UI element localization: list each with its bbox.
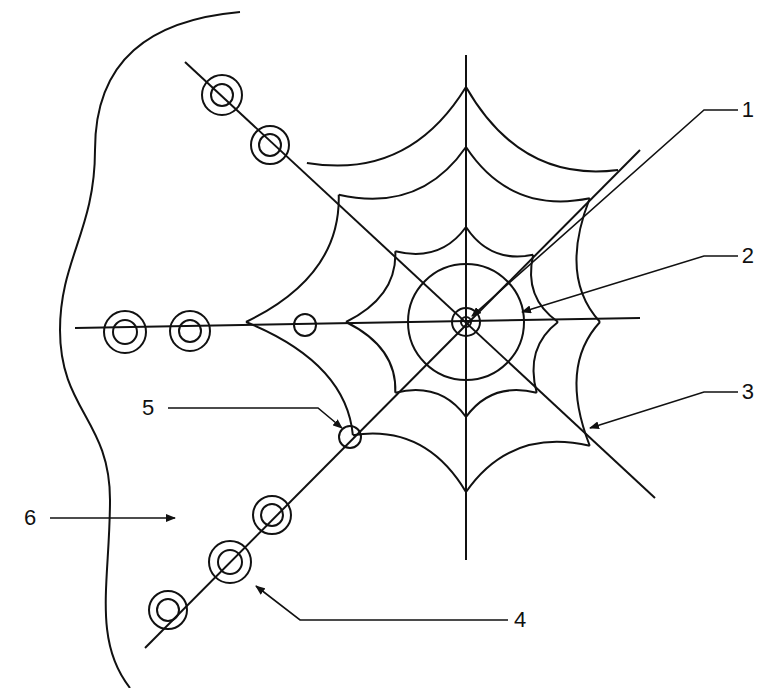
spiral-thread bbox=[346, 251, 395, 322]
hub-dot bbox=[461, 317, 471, 327]
spiral-thread bbox=[466, 390, 537, 417]
spiral-thread bbox=[246, 322, 353, 435]
radial-thread bbox=[185, 62, 655, 498]
hub-zone bbox=[408, 264, 524, 380]
spiral-thread bbox=[533, 322, 558, 393]
spiral-thread bbox=[395, 390, 466, 417]
callout-number: 5 bbox=[140, 396, 156, 420]
spiral-thread bbox=[466, 87, 618, 171]
radial-thread bbox=[145, 150, 640, 648]
callout-number: 6 bbox=[22, 506, 38, 530]
spiral-thread bbox=[531, 255, 558, 322]
spiral-thread bbox=[346, 322, 395, 393]
spiral-thread bbox=[576, 198, 600, 322]
spiral-thread bbox=[246, 195, 339, 322]
callout-number: 4 bbox=[512, 608, 528, 632]
callout-number: 1 bbox=[740, 98, 756, 122]
spiral-thread bbox=[466, 227, 533, 257]
spiral-thread bbox=[339, 147, 466, 199]
callout-number: 2 bbox=[740, 244, 756, 268]
spiral-thread bbox=[466, 147, 590, 201]
attachment-discs bbox=[104, 75, 361, 629]
leader-lines bbox=[50, 110, 738, 620]
spiral-thread bbox=[466, 442, 590, 492]
callout-number: 3 bbox=[740, 380, 756, 404]
spiral-threads bbox=[246, 87, 618, 492]
spiral-thread bbox=[307, 87, 466, 166]
spiral-thread bbox=[576, 322, 600, 446]
spiral-thread bbox=[395, 227, 466, 254]
spiral-thread bbox=[353, 434, 466, 492]
